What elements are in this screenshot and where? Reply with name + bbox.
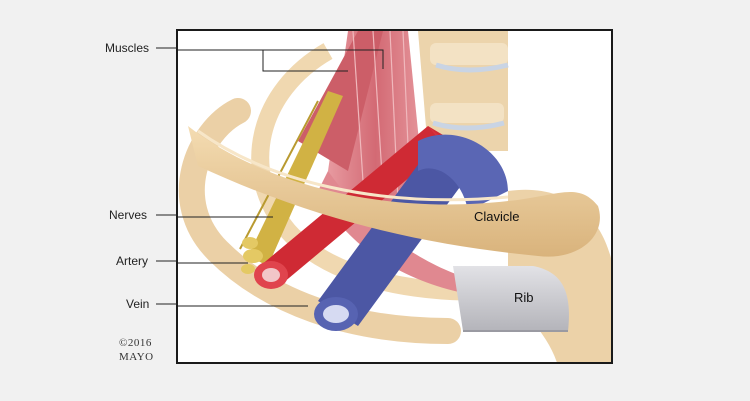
vertebrae <box>418 31 509 151</box>
vein-vessel <box>314 134 508 331</box>
clavicle-bone <box>188 126 600 257</box>
copyright-year: ©2016 <box>119 337 152 349</box>
illustration-frame: Clavicle Rib <box>176 29 613 364</box>
artery-label: Artery <box>116 254 149 268</box>
leader-lines <box>178 49 384 307</box>
rib-label: Rib <box>514 290 534 305</box>
copyright-owner: MAYO <box>119 351 154 363</box>
vein-label: Vein <box>126 297 150 311</box>
rib-cartilage <box>453 266 569 332</box>
muscles-label: Muscles <box>105 41 150 55</box>
anatomy-illustration <box>178 31 611 362</box>
clavicle-label: Clavicle <box>474 209 520 224</box>
nerves-label: Nerves <box>109 208 148 222</box>
